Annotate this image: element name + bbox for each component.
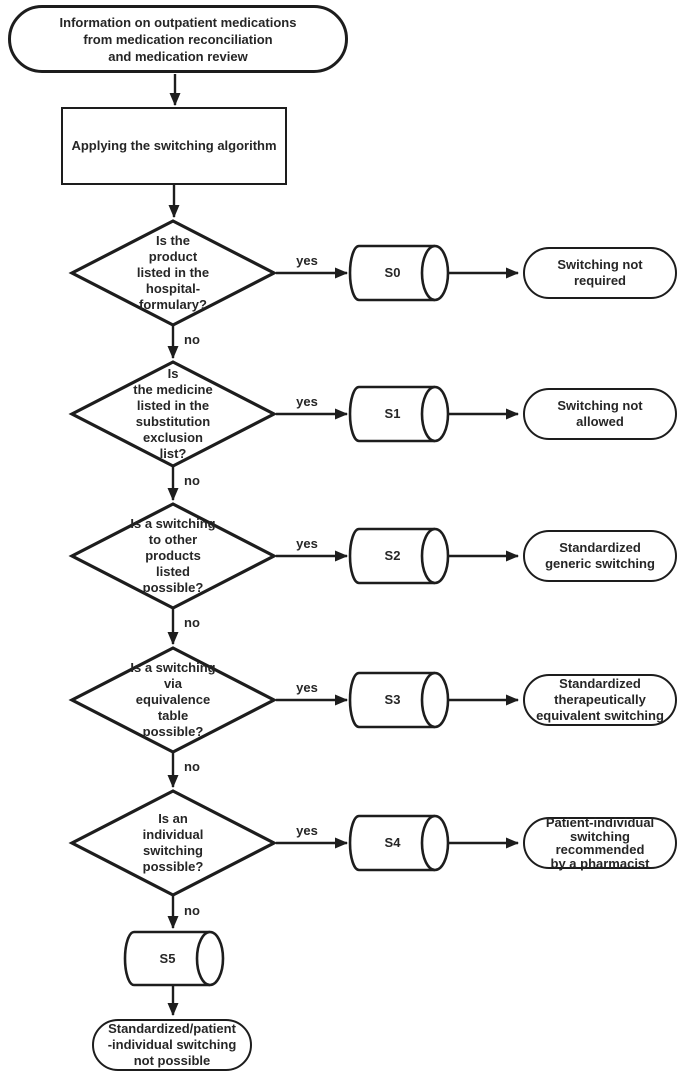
edge-label-yes-2: yes (296, 536, 318, 551)
step-cylinder-s0 (348, 244, 435, 302)
step-label-s0: S0 (384, 265, 401, 280)
step-cylinder-s5-face (195, 930, 225, 987)
outcome-switching-not-allowed: Switching not allowed (523, 388, 677, 440)
step-cylinder-s3 (348, 671, 435, 729)
decision-question-4: Is an individual switching possible? (142, 811, 204, 874)
outcome-switching-not-possible: Standardized/patient -individual switchi… (92, 1019, 252, 1071)
step-cylinder-s4 (348, 814, 435, 872)
step-cylinder-s3-face (420, 671, 450, 729)
step-label-s5: S5 (159, 950, 176, 966)
step-label-s3: S3 (384, 692, 401, 707)
edge-label-no-4: no (184, 903, 200, 918)
step-cylinder-s4-face (420, 814, 450, 872)
decision-question-2: Is a switching to other products listed … (130, 516, 216, 595)
step-label-s2: S2 (384, 548, 401, 563)
edge-label-no-3: no (184, 759, 200, 774)
outcome-patient-individual-switching-recommended: Patient-individual switching recommended… (523, 816, 677, 870)
start-terminal: Information on outpatient medications fr… (8, 5, 348, 73)
edge-label-no-0: no (184, 332, 200, 347)
outcome-switching-not-required: Switching not required (523, 247, 677, 299)
edge-label-yes-4: yes (296, 823, 318, 838)
step-label-s1: S1 (384, 406, 401, 421)
step-cylinder-s1 (348, 385, 435, 443)
step-cylinder-s0-face (420, 244, 450, 302)
process-apply-algorithm: Applying the switching algorithm (61, 107, 287, 185)
step-cylinder-s5 (123, 930, 210, 987)
decision-question-3: Is a switching via equivalence table pos… (130, 660, 216, 739)
edge-label-yes-3: yes (296, 680, 318, 695)
edge-label-yes-1: yes (296, 394, 318, 409)
step-cylinder-s2-face (420, 527, 450, 585)
decision-question-1: Is the medicine listed in the substituti… (133, 366, 213, 461)
step-label-s4: S4 (384, 835, 401, 850)
outcome-standardized-therapeutically-equivalent-switching: Standardized therapeutically equivalent … (523, 674, 677, 726)
edge-label-yes-0: yes (296, 253, 318, 268)
decision-question-0: Is the product listed in the hospital- f… (136, 233, 210, 312)
outcome-standardized-generic-switching: Standardized generic switching (523, 530, 677, 582)
edge-label-no-2: no (184, 615, 200, 630)
step-cylinder-s2 (348, 527, 435, 585)
step-cylinder-s1-face (420, 385, 450, 443)
edge-label-no-1: no (184, 473, 200, 488)
